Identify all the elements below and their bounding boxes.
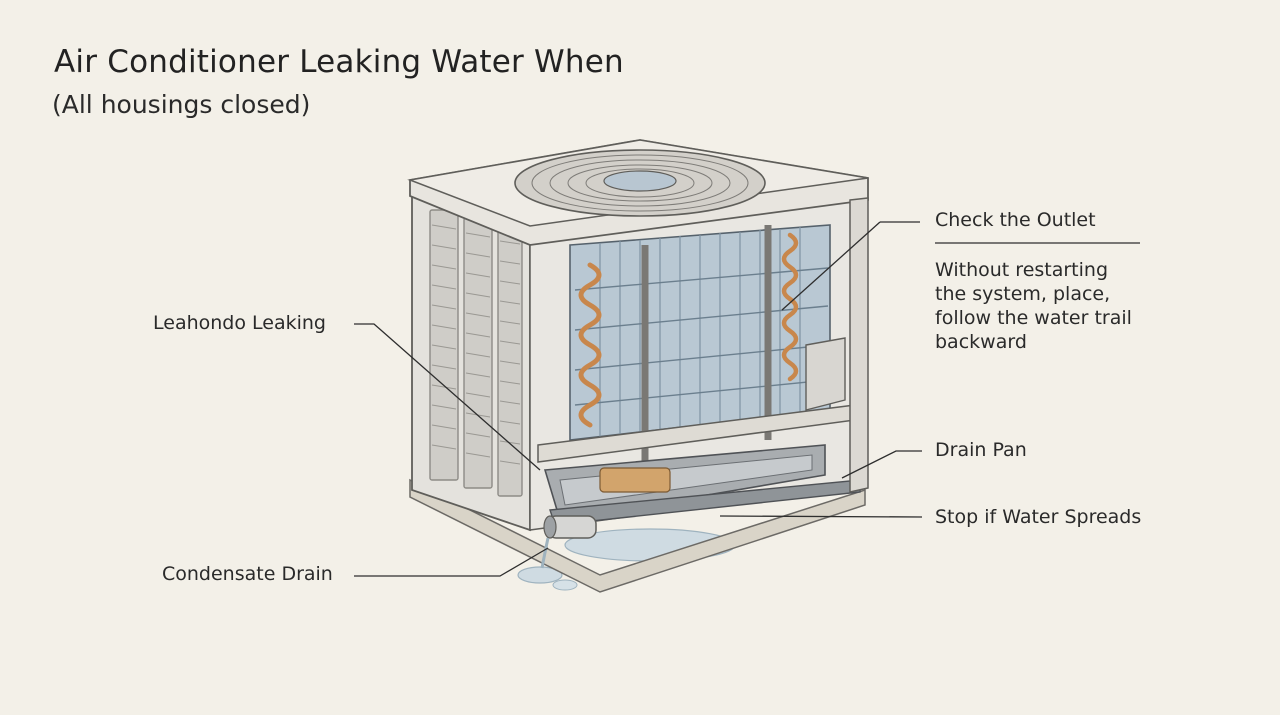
description-line: backward [935, 331, 1027, 353]
description-line: follow the water trail [935, 307, 1132, 329]
drain-pan [543, 444, 826, 521]
right-side-panel [849, 197, 869, 493]
callout-leaders [354, 221, 1140, 577]
diagram-title: Air Conditioner Leaking Water When [54, 44, 624, 80]
callout-stop-spread: Stop if Water Spreads [935, 506, 1142, 528]
copper-tubing-left [578, 262, 602, 428]
diagram-subtitle: (All housings closed) [52, 90, 311, 119]
description-line: the system, place, [935, 283, 1111, 305]
side-louvers [429, 209, 523, 497]
mounting-bracket [805, 337, 846, 411]
fan-grille-icon [514, 149, 766, 217]
condensate-drain-pipe [540, 515, 597, 569]
description-line: Without restarting [935, 259, 1109, 281]
callout-drain-pan: Drain Pan [935, 439, 1027, 461]
callout-check-outlet-title: Check the Outlet [935, 209, 1096, 231]
callout-check-outlet-description: Without restarting the system, place, fo… [935, 258, 1132, 354]
copper-tubing-right [781, 232, 799, 382]
water-puddle [517, 528, 736, 591]
callout-leaking: Leahondo Leaking [153, 312, 326, 334]
unit-base [409, 478, 866, 593]
callout-condensate-drain: Condensate Drain [162, 563, 333, 585]
